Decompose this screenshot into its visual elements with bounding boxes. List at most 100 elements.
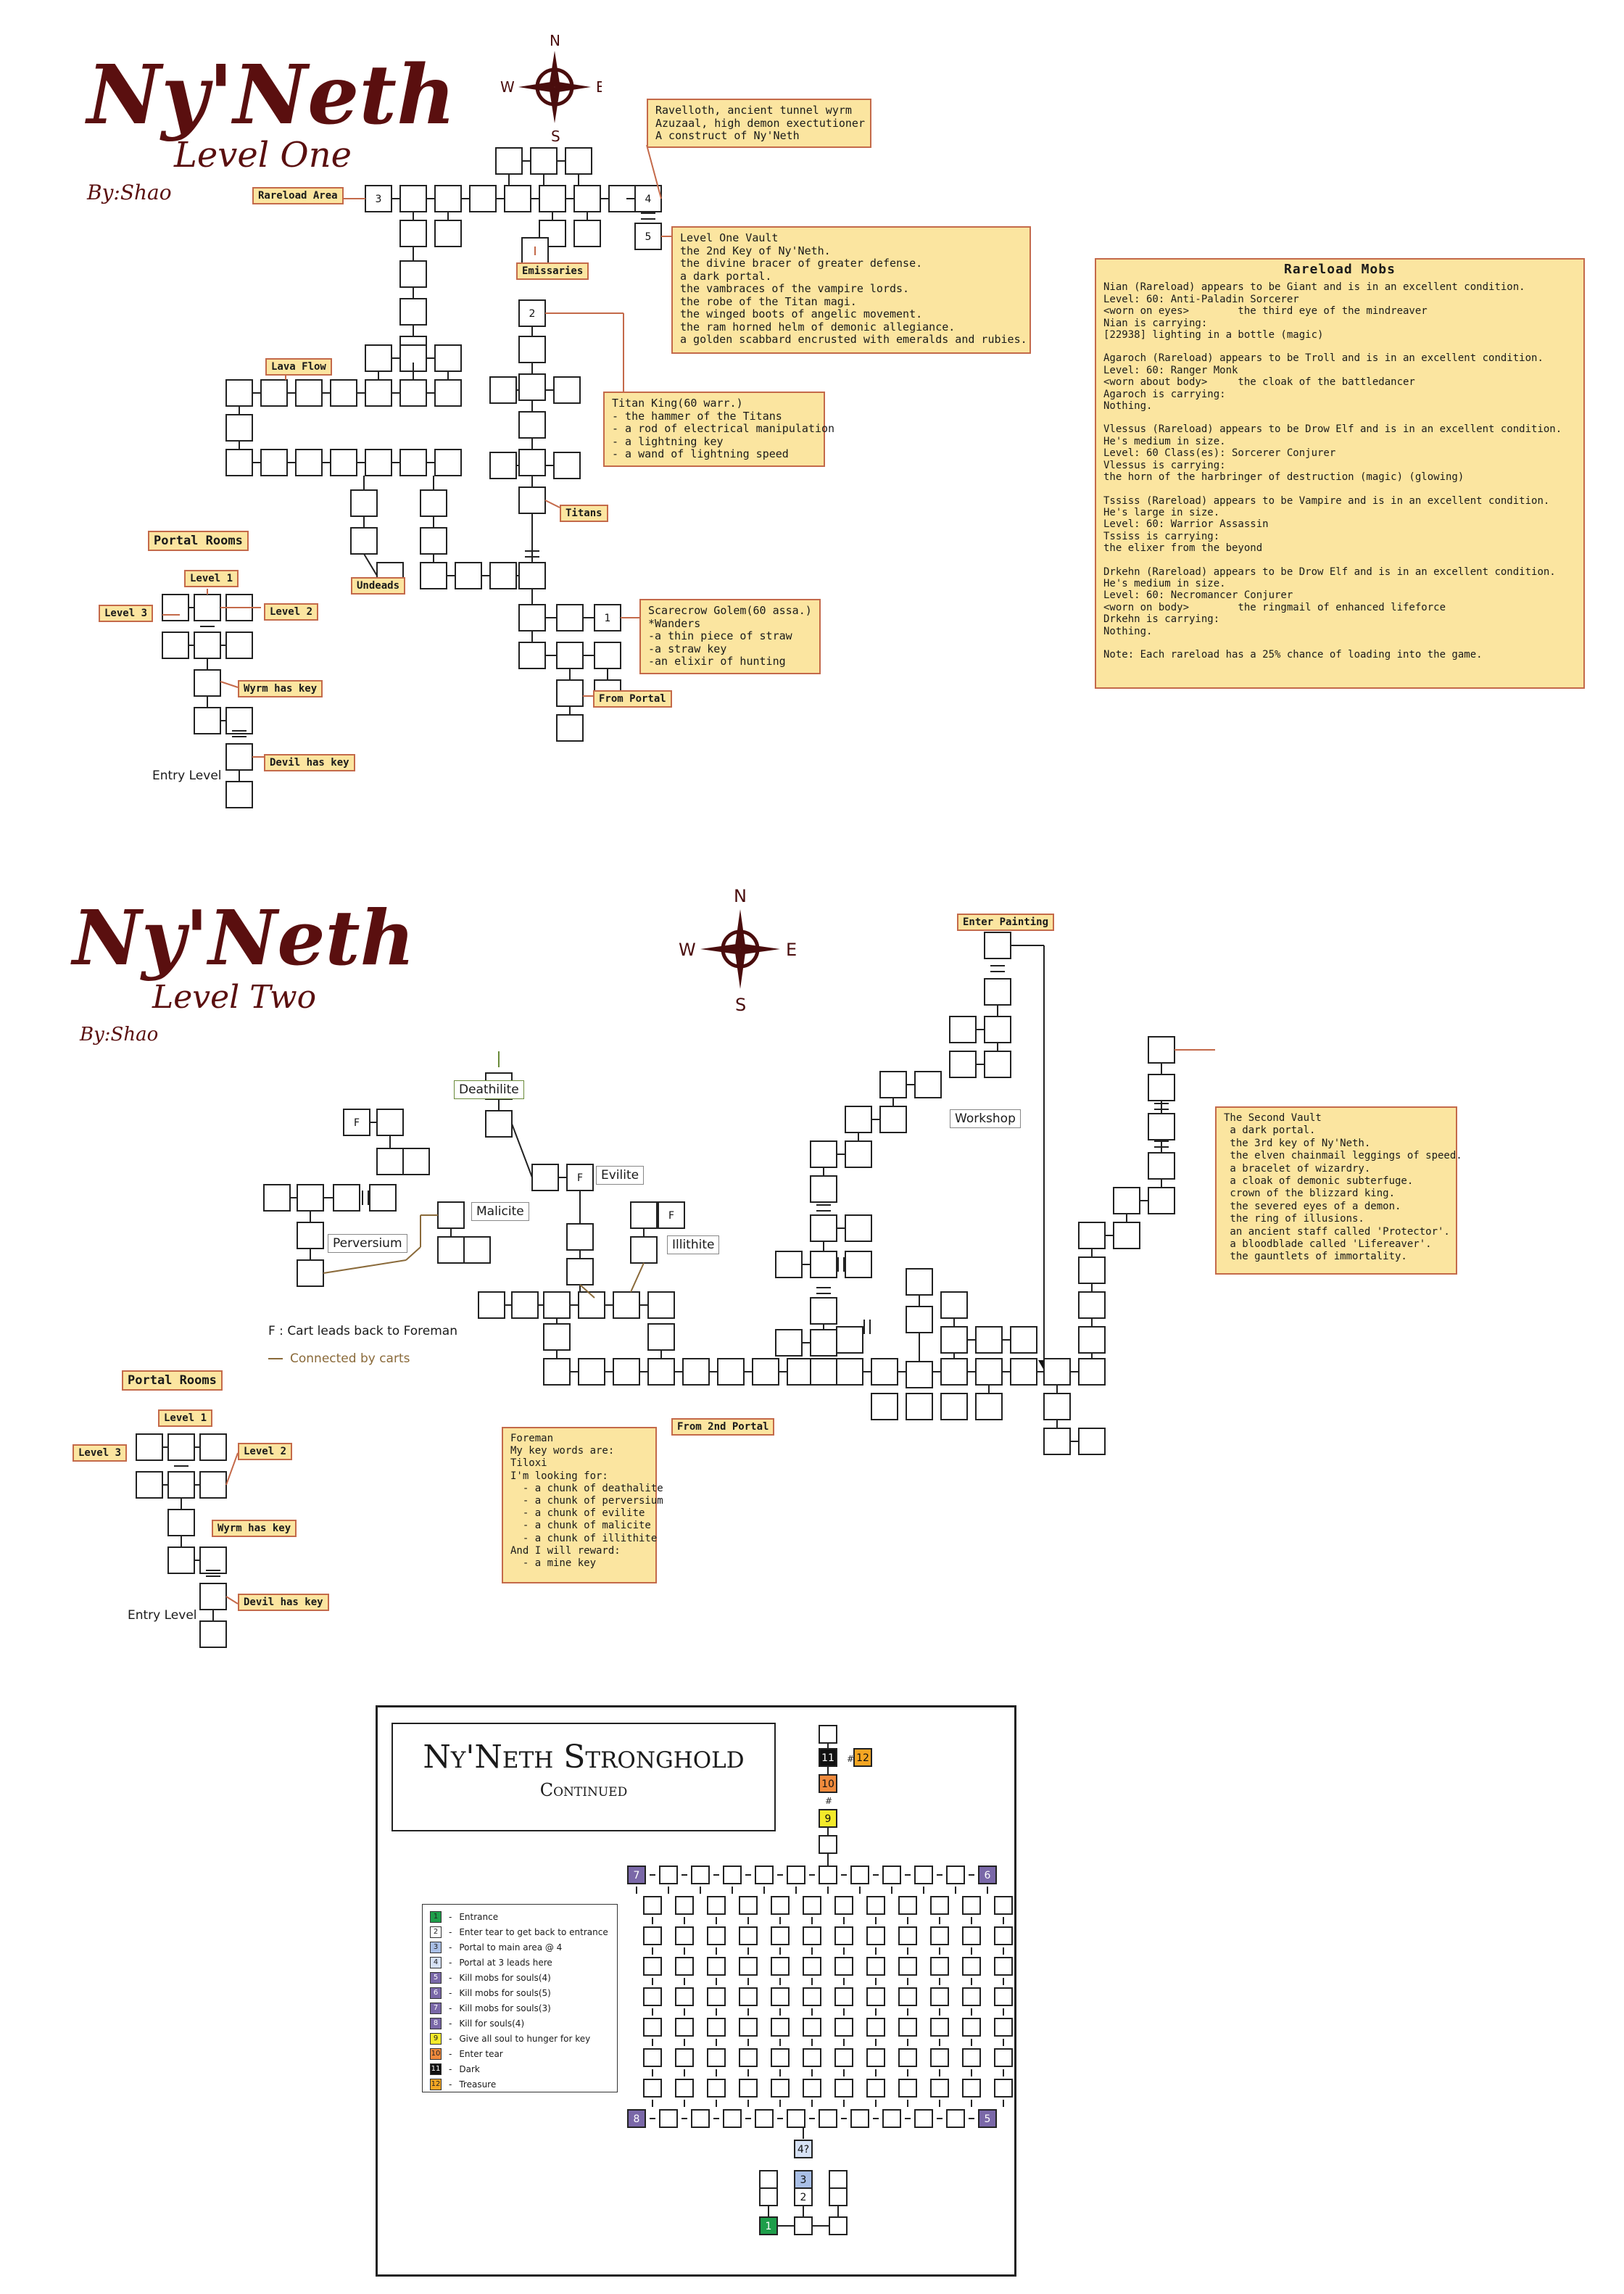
legend-text: Treasure	[459, 2079, 497, 2090]
room-cell	[566, 1223, 594, 1251]
room-cell	[775, 1329, 803, 1357]
legend-swatch: 1	[430, 1910, 442, 1923]
room-cell	[866, 2018, 885, 2037]
room-cell	[803, 2048, 821, 2067]
level-one-author: By:Shao	[86, 181, 172, 204]
room-cell	[167, 1546, 195, 1574]
room-cell	[297, 1259, 324, 1287]
level-two-map: Ny'Neth Level Two By:Shao N S W E FFFF E…	[0, 834, 1624, 1653]
compass2-n: N	[734, 886, 747, 906]
room-cell	[906, 1393, 933, 1420]
level-one-title: Ny'Neth	[85, 48, 450, 143]
stronghold-title: Ny'Neth Stronghold	[423, 1739, 745, 1776]
room-cell	[543, 1291, 571, 1319]
room-cell	[556, 642, 584, 669]
room-cell	[771, 1926, 790, 1945]
tag-wyrm-has-key: Wyrm has key	[238, 680, 323, 697]
room-cell	[836, 1358, 863, 1386]
room-cell	[1148, 1152, 1175, 1180]
room-label: 12	[856, 1752, 869, 1764]
legend-row: 12-Treasure	[430, 2076, 610, 2092]
room-cell	[518, 373, 546, 401]
room-cell	[771, 2079, 790, 2098]
legend-dash: -	[449, 1942, 452, 1953]
rareload-line: He's medium in size.	[1103, 577, 1226, 589]
room-cell	[755, 2109, 774, 2128]
room-cell	[940, 1291, 968, 1319]
room-cell	[845, 1106, 872, 1133]
legend-swatch: 11	[430, 2063, 442, 2075]
rareload-title: Rareload Mobs	[1284, 262, 1396, 277]
room-cell	[225, 781, 253, 808]
room-label: 2	[529, 308, 536, 320]
tag-workshop: Workshop	[950, 1109, 1021, 1128]
cart-line-icon	[268, 1358, 283, 1359]
room-cell	[1043, 1393, 1071, 1420]
tag-from-portal: From Portal	[593, 690, 672, 708]
room-cell	[810, 1329, 837, 1357]
room-cell	[434, 449, 462, 476]
room-cell	[834, 2048, 853, 2067]
room-cell	[962, 2048, 981, 2067]
room-cell	[829, 2216, 848, 2235]
room-cell	[297, 1184, 324, 1212]
rareload-line: Tssiss (Rareload) appears to be Vampire …	[1103, 494, 1550, 507]
room-cell	[994, 2079, 1013, 2098]
room-cell	[260, 449, 288, 476]
legend-swatch: 6	[430, 1987, 442, 1999]
legend-dash: -	[449, 1972, 452, 1983]
room-cell	[365, 449, 392, 476]
room-cell	[675, 1896, 694, 1915]
compass-s: S	[551, 128, 560, 145]
tag-evilite: Evilite	[596, 1166, 645, 1185]
room-cell	[906, 1306, 933, 1333]
room-cell	[1113, 1187, 1140, 1214]
room-cell	[643, 1896, 662, 1915]
legend-row: 6-Kill mobs for souls(5)	[430, 1985, 610, 2000]
room-cell	[1010, 1326, 1037, 1354]
room-cell	[898, 2079, 917, 2098]
tag-wyrm-has-key-2: Wyrm has key	[212, 1520, 297, 1537]
legend-swatch: 7	[430, 2002, 442, 2014]
legend-dash: -	[449, 1926, 452, 1937]
tag-level-3-2: Level 3	[72, 1444, 128, 1462]
room-cell	[1043, 1358, 1071, 1386]
legend-dash: -	[449, 2048, 452, 2059]
room-cell	[803, 2079, 821, 2098]
rareload-line: Nian (Rareload) appears to be Giant and …	[1103, 281, 1525, 294]
legend-dash: -	[449, 1911, 452, 1922]
room-cell	[675, 1926, 694, 1945]
tag-devil-has-key-2: Devil has key	[238, 1594, 329, 1611]
room-cell	[834, 1987, 853, 2006]
legend-text: Kill for souls(4)	[459, 2018, 525, 2029]
room-cell	[962, 2018, 981, 2037]
room-cell	[882, 2109, 901, 2128]
room-cell	[659, 2109, 678, 2128]
room-cell	[940, 1358, 968, 1386]
room-cell	[1148, 1074, 1175, 1101]
room-label: F	[354, 1117, 360, 1129]
legend-row: 7-Kill mobs for souls(3)	[430, 2000, 610, 2016]
room-cell	[225, 449, 253, 476]
room-cell	[898, 1926, 917, 1945]
room-cell	[930, 1987, 949, 2006]
hash-label: #	[825, 1796, 832, 1806]
room-cell	[402, 1148, 430, 1175]
legend-row: 1-Entrance	[430, 1909, 610, 1924]
room-cell	[1148, 1187, 1175, 1214]
room-cell	[647, 1358, 675, 1386]
legend-row: 4-Portal at 3 leads here	[430, 1955, 610, 1970]
room-label: 3	[376, 194, 382, 205]
room-cell	[434, 344, 462, 372]
room-cell	[810, 1214, 837, 1242]
room-cell	[478, 1291, 505, 1319]
room-cell	[573, 185, 601, 212]
scarecrow-golem-box: Scarecrow Golem(60 assa.) *Wanders -a th…	[639, 599, 821, 674]
legend-swatch: 5	[430, 1971, 442, 1984]
room-cell	[518, 604, 546, 632]
level-two-room-grid: FFFF	[136, 921, 1215, 1648]
room-cell	[434, 220, 462, 247]
